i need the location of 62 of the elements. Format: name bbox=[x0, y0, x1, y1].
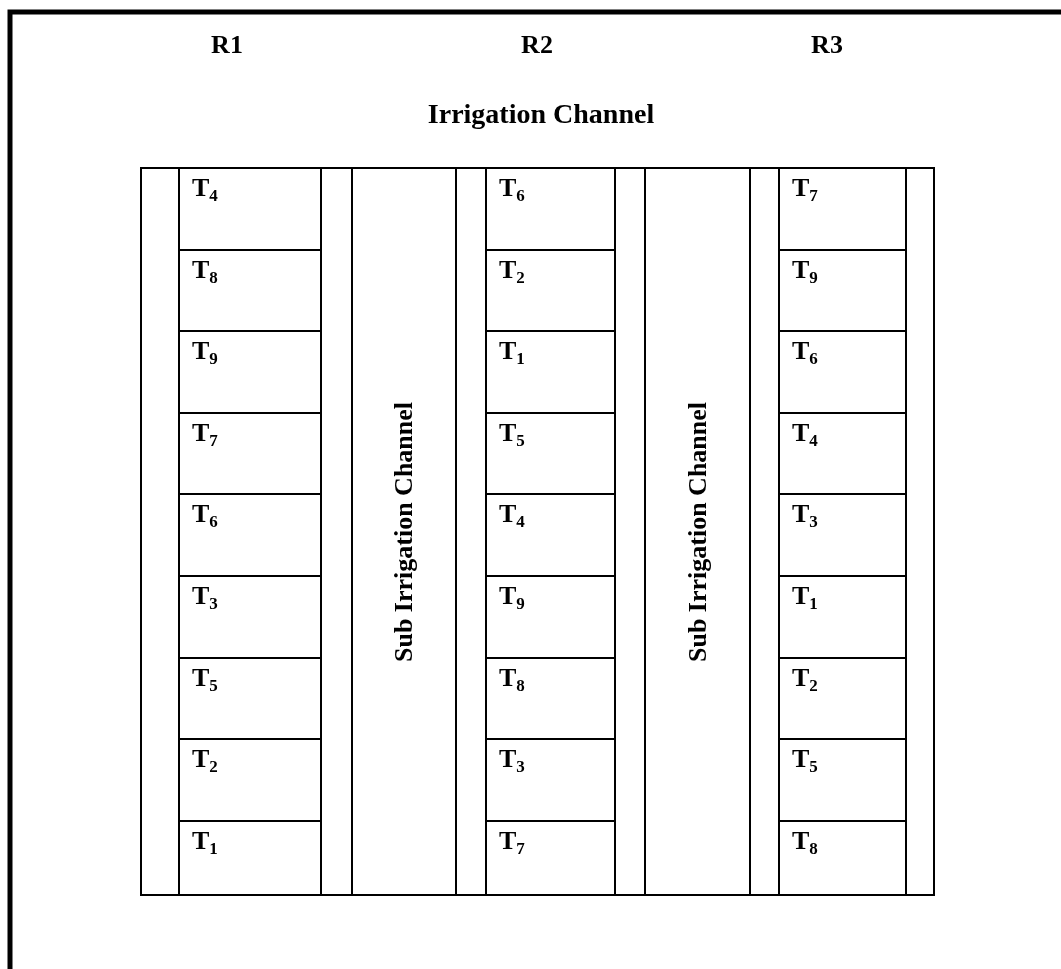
plot-box bbox=[778, 330, 907, 414]
plot-box bbox=[485, 493, 616, 577]
plot-box bbox=[778, 167, 907, 251]
channel-heading: Irrigation Channel bbox=[427, 98, 655, 130]
treatment-label: T$_{4}$ bbox=[792, 418, 818, 448]
treatment-label: T$_{4}$ bbox=[192, 173, 218, 203]
treatment-label: T$_{1}$ bbox=[192, 826, 218, 856]
treatment-label: T$_{9}$ bbox=[792, 255, 818, 285]
treatment-label: T$_{1}$ bbox=[792, 581, 818, 611]
treatment-label: T$_{8}$ bbox=[792, 826, 818, 856]
treatment-label: T$_{4}$ bbox=[499, 499, 525, 529]
plot-box bbox=[178, 738, 322, 822]
plot-box bbox=[778, 738, 907, 822]
treatment-label: T$_{3}$ bbox=[792, 499, 818, 529]
treatment-label: T$_{2}$ bbox=[499, 255, 525, 285]
treatment-label: T$_{3}$ bbox=[499, 744, 525, 774]
plot-box bbox=[178, 657, 322, 740]
plot-box bbox=[485, 738, 616, 822]
plot-box bbox=[485, 657, 616, 740]
treatment-label: T$_{6}$ bbox=[499, 173, 525, 203]
plot-box bbox=[485, 167, 616, 251]
plot-box bbox=[485, 575, 616, 659]
plot-box bbox=[178, 575, 322, 659]
plot-box bbox=[485, 249, 616, 332]
plot-box bbox=[778, 657, 907, 740]
replication-label: R3 bbox=[811, 30, 843, 60]
treatment-label: T$_{9}$ bbox=[192, 336, 218, 366]
treatment-label: T$_{7}$ bbox=[192, 418, 218, 448]
treatment-label: T$_{9}$ bbox=[499, 581, 525, 611]
sub-channel-strip bbox=[644, 167, 751, 896]
plot-box bbox=[178, 412, 322, 495]
plot-box bbox=[778, 575, 907, 659]
plot-box bbox=[178, 820, 322, 896]
treatment-label: T$_{6}$ bbox=[192, 499, 218, 529]
plot-box bbox=[178, 330, 322, 414]
treatment-label: T$_{7}$ bbox=[499, 826, 525, 856]
plot-box bbox=[778, 412, 907, 495]
treatment-label: T$_{6}$ bbox=[792, 336, 818, 366]
treatment-label: T$_{1}$ bbox=[499, 336, 525, 366]
plot-box bbox=[178, 249, 322, 332]
plot-box bbox=[178, 167, 322, 251]
treatment-label: T$_{8}$ bbox=[192, 255, 218, 285]
sub-channel-strip bbox=[351, 167, 457, 896]
channel-label: Sub Irrigation Channel bbox=[682, 401, 713, 662]
plot-box bbox=[485, 330, 616, 414]
plot-box bbox=[778, 249, 907, 332]
plot-box bbox=[485, 820, 616, 896]
treatment-label: T$_{5}$ bbox=[192, 663, 218, 693]
treatment-label: T$_{2}$ bbox=[792, 663, 818, 693]
treatment-label: T$_{2}$ bbox=[192, 744, 218, 774]
treatment-label: T$_{3}$ bbox=[192, 581, 218, 611]
replication-label: R2 bbox=[521, 30, 553, 60]
channel-label: Sub Irrigation Channel bbox=[389, 401, 419, 662]
plot-box bbox=[485, 412, 616, 495]
treatment-label: T$_{5}$ bbox=[499, 418, 525, 448]
treatment-label: T$_{5}$ bbox=[792, 744, 818, 774]
plot-box bbox=[778, 820, 907, 896]
plot-box bbox=[778, 493, 907, 577]
plot-box bbox=[178, 493, 322, 577]
replication-label: R1 bbox=[211, 30, 243, 60]
treatment-label: T$_{7}$ bbox=[792, 173, 818, 203]
treatment-label: T$_{8}$ bbox=[499, 663, 525, 693]
